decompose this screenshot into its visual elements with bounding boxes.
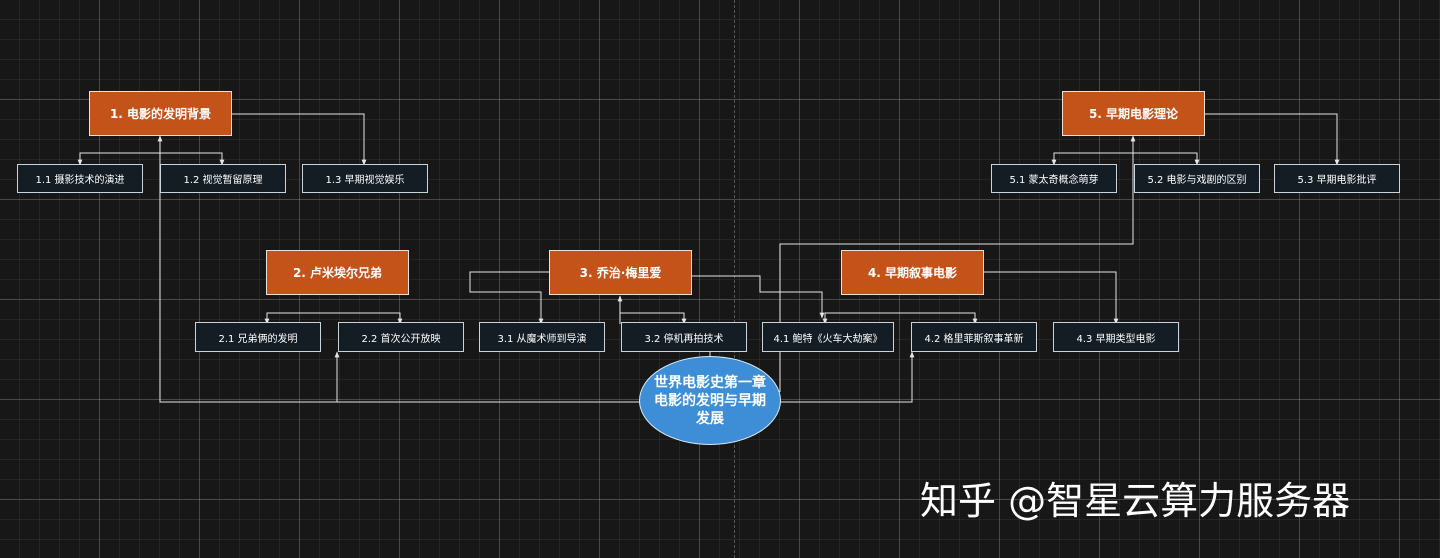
edge-s4-i3 [983,271,1119,325]
item-node-3-2[interactable]: 3.2 停机再拍技术 [621,322,747,352]
edge-s3-s4 [692,275,825,319]
watermark-text: 知乎 @智星云算力服务器 [920,479,1351,523]
edge-s3-i1 [469,271,550,325]
item-node-4-3[interactable]: 4.3 早期类型电影 [1053,322,1179,352]
item-node-5-2[interactable]: 5.2 电影与戏剧的区别 [1134,164,1260,193]
center-topic-node[interactable]: 世界电影史第一章电影的发明与早期发展 [639,356,781,445]
edge-s5-i1 [1051,152,1133,166]
edge-s1-i1 [77,152,160,166]
page-divider [734,0,735,558]
item-node-4-2[interactable]: 4.2 格里菲斯叙事革新 [911,322,1037,352]
item-node-3-1[interactable]: 3.1 从魔术师到导演 [479,322,605,352]
edge-s1-i3 [232,113,367,166]
edge-center-s5 [779,135,1136,392]
edge-s3-i2 [620,312,687,325]
edge-s1-i2 [160,152,225,166]
section-node-4[interactable]: 4. 早期叙事电影 [841,250,984,295]
section-node-2[interactable]: 2. 卢米埃尔兄弟 [266,250,409,295]
item-node-1-2[interactable]: 1.2 视觉暂留原理 [160,164,286,193]
section-node-3[interactable]: 3. 乔治·梅里爱 [549,250,692,295]
section-node-5[interactable]: 5. 早期电影理论 [1062,91,1205,136]
edge-s4-i1 [822,312,912,325]
section-node-1[interactable]: 1. 电影的发明背景 [89,91,232,136]
edge-s4-i2 [912,312,978,325]
item-node-1-3[interactable]: 1.3 早期视觉娱乐 [302,164,428,193]
edge-center-s4 [780,351,915,403]
edge-s5-i3 [1205,113,1340,166]
item-node-4-1[interactable]: 4.1 鲍特《火车大劫案》 [762,322,894,352]
item-node-5-1[interactable]: 5.1 蒙太奇概念萌芽 [991,164,1117,193]
item-node-1-1[interactable]: 1.1 摄影技术的演进 [17,164,143,193]
edge-s2-i2 [337,312,403,325]
item-node-2-1[interactable]: 2.1 兄弟俩的发明 [195,322,321,352]
edge-s5-i2 [1133,152,1200,166]
item-node-2-2[interactable]: 2.2 首次公开放映 [338,322,464,352]
edge-s2-i1 [264,312,337,325]
item-node-5-3[interactable]: 5.3 早期电影批评 [1274,164,1400,193]
edge-center-s2 [334,351,640,403]
